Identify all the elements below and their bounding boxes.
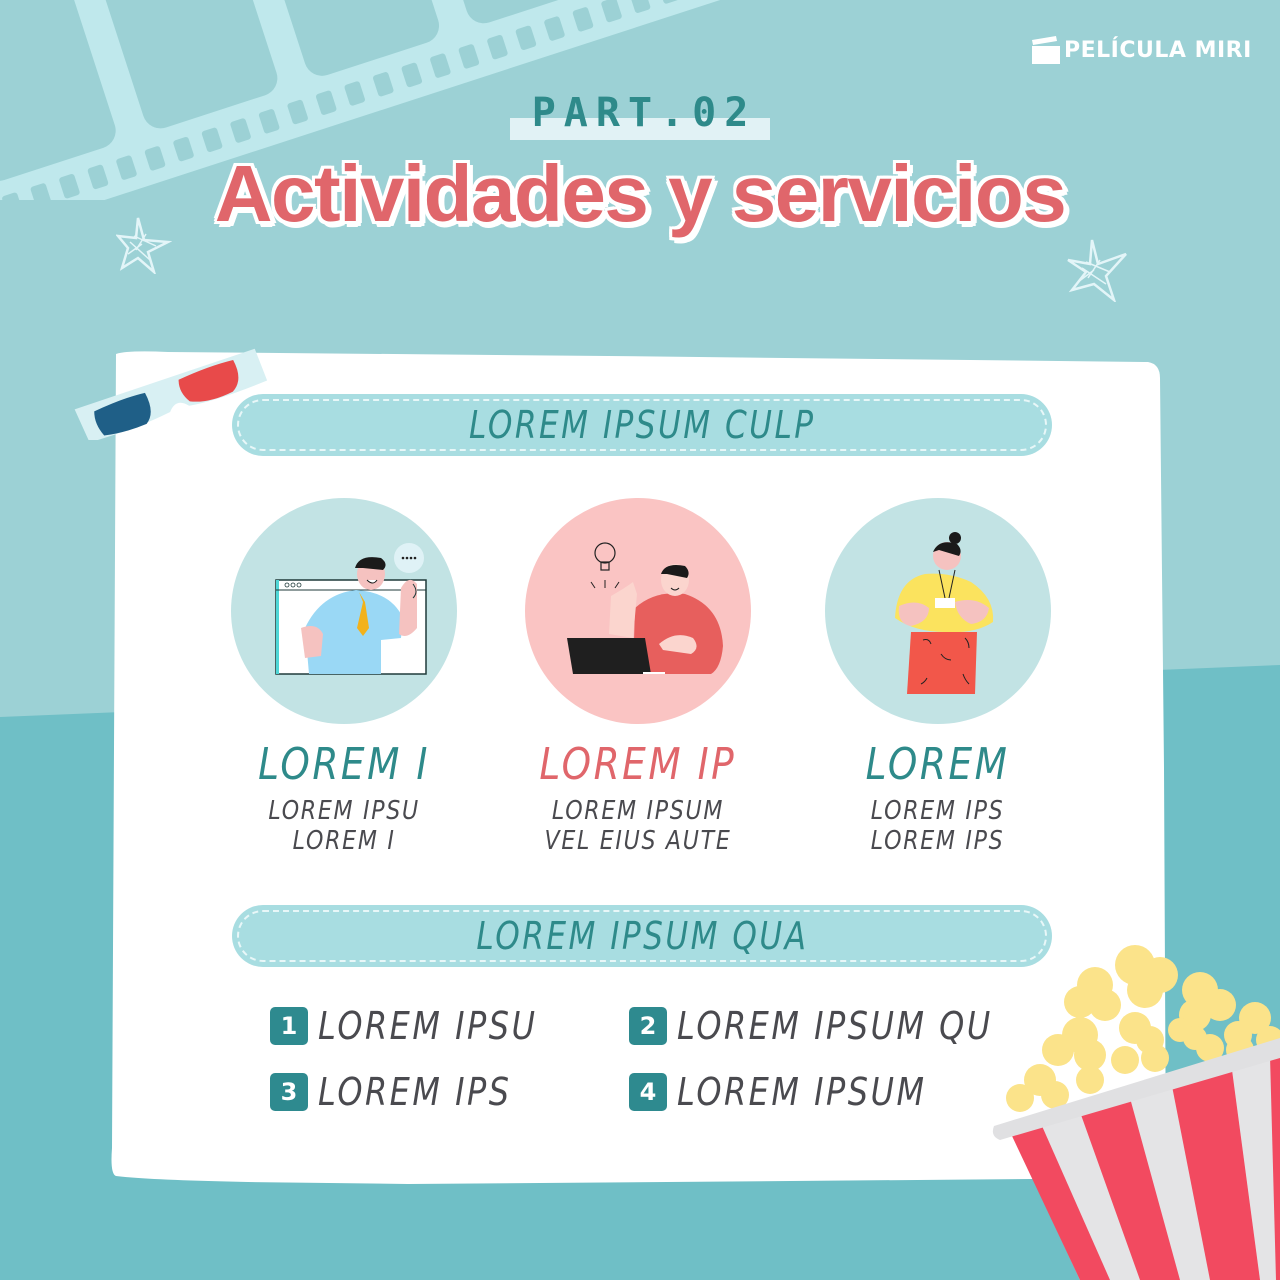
section-heading-pill: LOREM IPSUM CULP — [232, 394, 1052, 456]
illustration-circle — [525, 498, 751, 724]
list-item-label: LOREM IPS — [318, 1070, 512, 1114]
service-card: LOREM LOREM IPS LOREM IPS — [808, 498, 1068, 856]
3d-glasses-icon — [74, 348, 268, 440]
filmstrip-icon — [0, 0, 760, 200]
star-icon — [116, 217, 172, 274]
number-badge: 2 — [629, 1007, 667, 1045]
man-video-call-illustration — [275, 543, 427, 675]
number-badge: 4 — [629, 1073, 667, 1111]
service-card: LOREM I LOREM IPSU LOREM I — [214, 498, 474, 856]
illustration-circle — [825, 498, 1051, 724]
service-card: LOREM IP LOREM IPSUM VEL EIUS AUTE — [508, 498, 768, 856]
service-title: LOREM I — [258, 739, 430, 790]
clapperboard-icon — [1032, 36, 1060, 64]
service-description: LOREM IPS LOREM IPS — [871, 796, 1005, 856]
woman-badge-illustration — [895, 532, 994, 694]
star-icon — [1067, 239, 1127, 302]
service-title: LOREM IP — [539, 739, 737, 790]
part-label-wrap: PART.02 — [0, 90, 1280, 140]
list-item-label: LOREM IPSU — [318, 1004, 538, 1048]
popcorn-icon — [992, 945, 1280, 1280]
section-heading: LOREM IPSUM CULP — [468, 403, 816, 447]
list-item: 4 LOREM IPSUM — [629, 1070, 974, 1114]
man-laptop-idea-illustration — [567, 542, 723, 674]
brand-logo: PELÍCULA MIRI — [1030, 34, 1252, 66]
list-item: 3 LOREM IPS — [270, 1070, 548, 1114]
service-description: LOREM IPSU LOREM I — [268, 796, 420, 856]
section-heading: LOREM IPSUM QUA — [476, 914, 808, 958]
list-item: 1 LOREM IPSU — [270, 1004, 579, 1048]
section-heading-pill: LOREM IPSUM QUA — [232, 905, 1052, 967]
number-badge: 3 — [270, 1073, 308, 1111]
service-description: LOREM IPSUM VEL EIUS AUTE — [544, 796, 732, 856]
number-badge: 1 — [270, 1007, 308, 1045]
service-title: LOREM — [866, 739, 1010, 790]
list-item-label: LOREM IPSUM — [677, 1070, 927, 1114]
part-label: PART.02 — [509, 90, 771, 140]
list-item-label: LOREM IPSUM QU — [677, 1004, 993, 1048]
page-title: Actividades y servicios — [214, 149, 1067, 238]
brand-name: PELÍCULA MIRI — [1064, 37, 1252, 63]
illustration-circle — [231, 498, 457, 724]
list-item: 2 LOREM IPSUM QU — [629, 1004, 1053, 1048]
